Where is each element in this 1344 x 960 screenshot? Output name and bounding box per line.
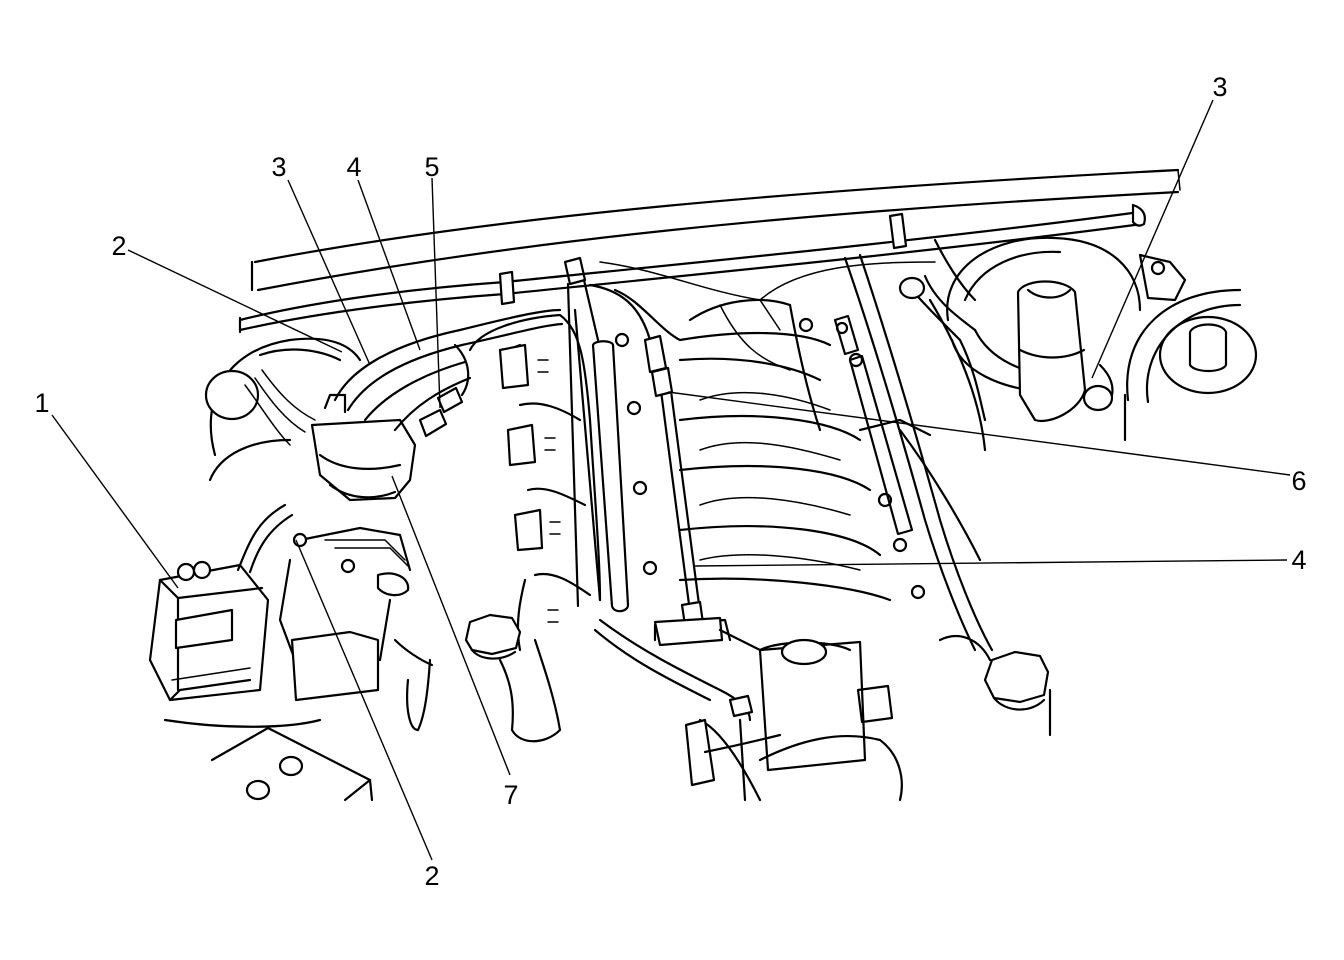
right-fuel-rail [833, 253, 994, 652]
leader-4b [693, 559, 1288, 567]
left-coolant-cap [464, 613, 562, 743]
left-strut-tower [204, 337, 362, 482]
leader-2a [127, 249, 343, 353]
right-strut-tower [1123, 253, 1258, 442]
leader-7 [391, 475, 511, 776]
manifold-bolts [614, 317, 926, 600]
leader-6 [667, 391, 1291, 476]
leader-4a [357, 179, 421, 351]
left-fuel-rail [498, 256, 630, 652]
leader-1 [51, 414, 179, 589]
callout-2a: 2 [111, 231, 126, 261]
leader-2b [295, 539, 433, 861]
leader-3a [287, 179, 371, 366]
coil-pack [310, 393, 417, 502]
vacuum-hose [898, 238, 987, 422]
callout-4a: 4 [346, 152, 361, 182]
leader-3b [1091, 99, 1214, 379]
callout-4b: 4 [1291, 545, 1306, 575]
callout-3b: 3 [1212, 72, 1227, 102]
control-module [148, 503, 294, 702]
reservoir [1016, 280, 1114, 423]
callout-1: 1 [34, 388, 49, 418]
leader-5 [431, 177, 441, 409]
right-coolant-cap [938, 635, 1052, 737]
cowl-outline [250, 168, 1181, 292]
callout-labels: 1 2 2 3 3 4 4 5 6 7 [34, 72, 1306, 891]
leader-lines [51, 99, 1291, 861]
callout-6: 6 [1291, 466, 1306, 496]
callout-7: 7 [503, 780, 518, 810]
firewall-curves [599, 261, 936, 331]
callout-2b: 2 [424, 861, 439, 891]
callout-5: 5 [424, 152, 439, 182]
intake-manifold [468, 288, 892, 602]
callout-3a: 3 [271, 152, 286, 182]
throttle-body [593, 616, 903, 802]
harness-bundle-left [333, 308, 564, 438]
left-fender-panel [163, 718, 374, 802]
lower-left-connector-block [278, 526, 434, 732]
